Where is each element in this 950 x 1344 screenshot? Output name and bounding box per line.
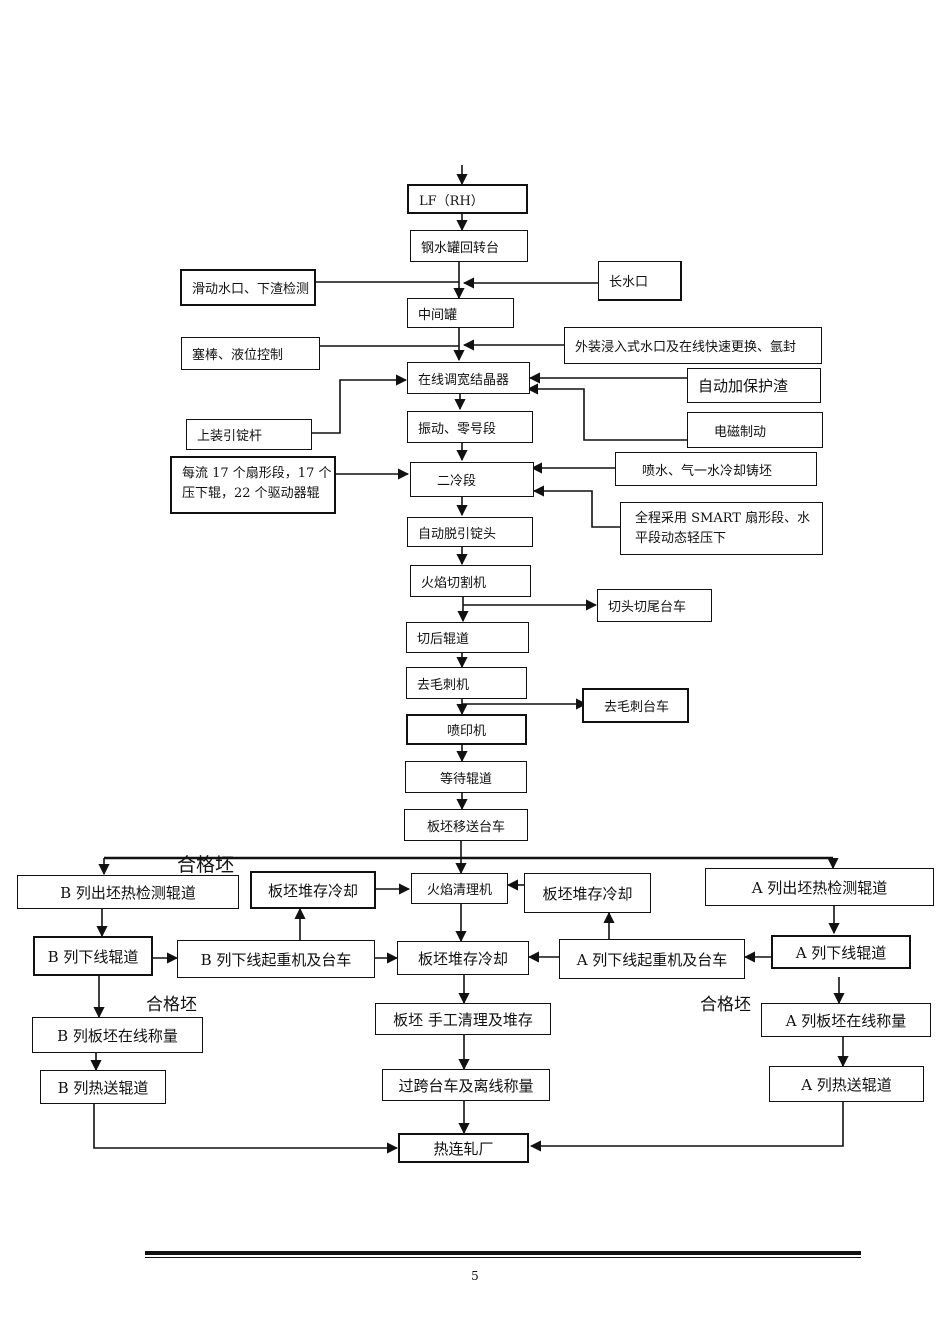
qualified-label-a: 合格坯 — [700, 995, 751, 1015]
qualified-label-top: 合格坯 — [177, 854, 235, 876]
ladle-turret-box: 钢水罐回转台 — [410, 230, 528, 262]
a-exit-roller-box: A 列出坯热检测辊道 — [705, 868, 934, 906]
long-nozzle-box: 长水口 — [598, 261, 682, 301]
head-tail-cart-box: 切头切尾台车 — [597, 589, 712, 622]
mold-box: 在线调宽结晶器 — [407, 362, 530, 394]
footer-rule-thick — [145, 1251, 861, 1255]
hot-rolling-box: 热连轧厂 — [398, 1133, 529, 1163]
manual-clean-box: 板坯 手工清理及堆存 — [375, 1003, 551, 1035]
stack-cool-center-box: 板坯堆存冷却 — [397, 941, 529, 975]
qualified-label-b: 合格坯 — [146, 995, 197, 1015]
a-crane-box: A 列下线起重机及台车 — [559, 939, 745, 979]
b-weigh-box: B 列板坯在线称量 — [32, 1017, 203, 1053]
waiting-roller-box: 等待辊道 — [405, 761, 527, 793]
post-cut-roller-box: 切后辊道 — [406, 622, 529, 653]
b-hot-roller-box: B 列热送辊道 — [40, 1070, 166, 1104]
b-exit-roller-box: B 列出坯热检测辊道 — [17, 875, 239, 909]
scarfing-box: 火焰清理机 — [411, 873, 508, 904]
ems-box: 电磁制动 — [687, 412, 823, 448]
cross-cart-box: 过跨台车及离线称量 — [382, 1069, 550, 1101]
stopper-box: 塞棒、液位控制 — [181, 337, 320, 370]
page-number: 5 — [471, 1269, 479, 1283]
dummy-removal-box: 自动脱引锭头 — [407, 517, 533, 547]
b-crane-box: B 列下线起重机及台车 — [177, 940, 375, 978]
b-offline-roller-box: B 列下线辊道 — [33, 936, 153, 976]
auto-powder-box: 自动加保护渣 — [687, 368, 821, 403]
slide-gate-box: 滑动水口、下渣检测 — [180, 269, 316, 306]
a-offline-roller-box: A 列下线辊道 — [771, 935, 911, 969]
segments-note-box: 每流 17 个扇形段，17 个压下辊，22 个驱动器辊 — [170, 456, 336, 514]
spray-cooling-box: 喷水、气一水冷却铸坯 — [615, 452, 817, 486]
sen-change-box: 外装浸入式水口及在线快速更换、氩封 — [564, 327, 822, 364]
secondary-cooling-box: 二冷段 — [410, 462, 534, 497]
lf-rh-box: LF（RH） — [407, 184, 528, 214]
a-hot-roller-box: A 列热送辊道 — [769, 1066, 924, 1102]
a-weigh-box: A 列板坯在线称量 — [761, 1003, 931, 1037]
dummy-bar-box: 上装引锭杆 — [186, 419, 312, 450]
stack-cool-right-box: 板坯堆存冷却 — [524, 873, 651, 913]
deburr-box: 去毛刺机 — [406, 667, 527, 699]
marking-box: 喷印机 — [406, 714, 527, 745]
torch-cutter-box: 火焰切割机 — [410, 565, 531, 597]
deburr-cart-box: 去毛刺台车 — [582, 688, 689, 723]
smart-segment-box: 全程采用 SMART 扇形段、水平段动态轻压下 — [620, 502, 823, 555]
transfer-cart-box: 板坯移送台车 — [404, 809, 528, 841]
footer-rule-thin — [145, 1257, 861, 1258]
oscillation-box: 振动、零号段 — [407, 411, 533, 443]
tundish-box: 中间罐 — [407, 298, 514, 328]
stack-cool-left-box: 板坯堆存冷却 — [250, 871, 376, 909]
